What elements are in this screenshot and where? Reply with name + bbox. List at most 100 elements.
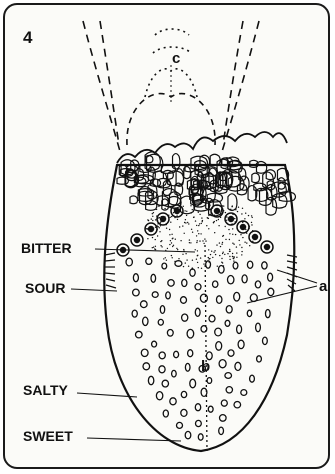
stipple-dot <box>152 220 153 221</box>
stipple-dot <box>161 246 162 247</box>
label-bitter: BITTER <box>21 240 72 256</box>
stipple-dot <box>197 240 198 241</box>
stipple-dot <box>199 223 200 224</box>
stipple-dot <box>253 237 254 238</box>
stipple-dot <box>230 209 231 210</box>
stipple-dot <box>177 249 178 250</box>
stipple-dot <box>232 253 233 254</box>
texture-cell <box>210 154 220 165</box>
stipple-dot <box>168 215 169 216</box>
stipple-dot <box>252 230 253 231</box>
stipple-dot <box>203 243 204 244</box>
stipple-dot <box>197 230 198 231</box>
stipple-dot <box>216 244 217 245</box>
stipple-dot <box>214 232 215 233</box>
stipple-dot <box>172 257 173 258</box>
stipple-dot <box>228 229 229 230</box>
stipple-dot <box>184 233 185 234</box>
stipple-dot <box>179 226 180 227</box>
stipple-dot <box>223 252 224 253</box>
stipple-dot <box>203 263 204 264</box>
stipple-dot <box>251 222 252 223</box>
stipple-dot <box>210 214 211 215</box>
stipple-dot <box>169 234 170 235</box>
stipple-dot <box>245 213 246 214</box>
stipple-dot <box>182 212 183 213</box>
stipple-dot <box>198 225 199 226</box>
vallate-papilla-core <box>265 245 270 250</box>
stipple-dot <box>189 239 190 240</box>
stipple-dot <box>232 228 233 229</box>
stipple-dot <box>232 256 233 257</box>
stipple-dot <box>218 225 219 226</box>
vallate-papilla-core <box>135 238 140 243</box>
stipple-dot <box>249 226 250 227</box>
stipple-dot <box>157 220 158 221</box>
stipple-dot <box>177 213 178 214</box>
label-sour: SOUR <box>25 280 65 296</box>
stipple-dot <box>229 256 230 257</box>
stipple-dot <box>159 231 160 232</box>
stipple-dot <box>196 235 197 236</box>
stipple-dot <box>204 238 205 239</box>
stipple-dot <box>212 214 213 215</box>
stipple-dot <box>251 215 252 216</box>
stipple-dot <box>160 221 161 222</box>
stipple-dot <box>239 244 240 245</box>
stipple-dot <box>173 208 174 209</box>
stipple-dot <box>187 222 188 223</box>
stipple-dot <box>223 210 224 211</box>
stipple-dot <box>147 238 148 239</box>
stipple-dot <box>225 239 226 240</box>
stipple-dot <box>202 220 203 221</box>
stipple-dot <box>157 218 158 219</box>
stipple-dot <box>185 253 186 254</box>
stipple-dot <box>225 226 226 227</box>
stipple-dot <box>147 228 148 229</box>
stipple-dot <box>229 233 230 234</box>
stipple-dot <box>232 223 233 224</box>
stipple-dot <box>240 234 241 235</box>
stipple-dot <box>208 249 209 250</box>
stipple-dot <box>193 217 194 218</box>
stipple-dot <box>158 205 159 206</box>
stipple-dot <box>218 219 219 220</box>
stipple-dot <box>201 223 202 224</box>
stipple-dot <box>175 239 176 240</box>
stipple-dot <box>235 234 236 235</box>
stipple-dot <box>207 217 208 218</box>
stipple-dot <box>233 260 234 261</box>
stipple-dot <box>183 249 184 250</box>
stipple-dot <box>233 256 234 257</box>
stipple-dot <box>152 213 153 214</box>
diagram-card: 4 c BITTER SOUR SALTY SWEET a b <box>3 3 330 469</box>
stipple-dot <box>180 240 181 241</box>
stipple-dot <box>175 208 176 209</box>
stipple-dot <box>199 214 200 215</box>
stipple-dot <box>154 248 155 249</box>
stipple-dot <box>246 242 247 243</box>
stipple-dot <box>239 240 240 241</box>
stipple-dot <box>249 245 250 246</box>
stipple-dot <box>222 253 223 254</box>
stipple-dot <box>152 216 153 217</box>
stipple-dot <box>210 254 211 255</box>
stipple-dot <box>185 262 186 263</box>
stipple-dot <box>208 257 209 258</box>
stipple-dot <box>229 239 230 240</box>
label-b: b <box>201 358 210 375</box>
stipple-dot <box>201 217 202 218</box>
stipple-dot <box>197 255 198 256</box>
vallate-papilla-core <box>149 227 154 232</box>
stipple-dot <box>166 260 167 261</box>
stipple-dot <box>171 242 172 243</box>
stipple-dot <box>186 211 187 212</box>
stipple-dot <box>212 257 213 258</box>
stipple-dot <box>201 268 202 269</box>
stipple-dot <box>160 241 161 242</box>
stipple-dot <box>156 209 157 210</box>
stipple-dot <box>185 219 186 220</box>
stipple-dot <box>169 229 170 230</box>
stipple-dot <box>184 210 185 211</box>
stipple-dot <box>237 224 238 225</box>
